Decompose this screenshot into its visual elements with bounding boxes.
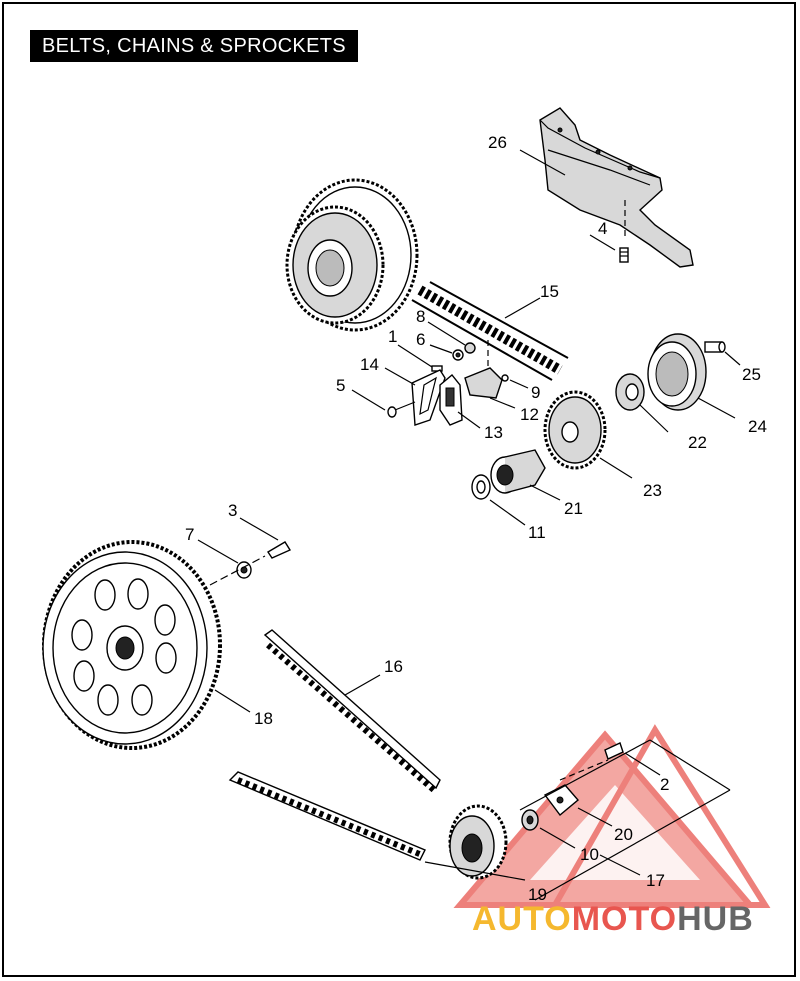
leader-26 (519, 149, 566, 176)
callout-17: 17 (646, 871, 665, 890)
leader-20 (577, 807, 613, 827)
leader-2 (624, 752, 661, 776)
leader-11 (489, 499, 526, 526)
callout-1: 1 (388, 327, 397, 346)
part-24-rotor (647, 333, 707, 411)
part-6-washer (452, 349, 464, 361)
part-19-transmission-pulley (448, 804, 508, 880)
callout-23: 23 (643, 481, 662, 500)
callout-16: 16 (384, 657, 403, 676)
part-26-belt-guard (539, 107, 694, 268)
callout-9: 9 (531, 383, 540, 402)
assembly-line-17c (534, 789, 731, 901)
part-23-engine-sprocket (543, 390, 607, 470)
callout-8: 8 (416, 307, 425, 326)
part-2-screw (604, 742, 624, 760)
part-4-screw (619, 247, 629, 263)
part-12-tensioner-block (464, 367, 503, 399)
part-10-nut (521, 809, 539, 831)
leader-6 (429, 344, 453, 354)
callout-12: 12 (520, 405, 539, 424)
callout-15: 15 (540, 282, 559, 301)
callout-20: 20 (614, 825, 633, 844)
leader-5 (351, 389, 386, 411)
part-14-adjuster-bracket (411, 369, 446, 426)
watermark-logo: AUTOMOTOHUB (472, 900, 754, 938)
callout-13: 13 (484, 423, 503, 442)
watermark-part2: MOTO (572, 900, 677, 938)
watermark-part1: AUTO (472, 900, 572, 938)
callout-2: 2 (660, 775, 669, 794)
leader-16 (344, 674, 381, 696)
leader-17 (599, 854, 641, 876)
leader-9 (509, 379, 529, 389)
centerline-7 (209, 555, 266, 586)
leader-14 (384, 367, 416, 386)
callout-26: 26 (488, 133, 507, 152)
leader-18 (214, 689, 251, 713)
leader-15 (504, 297, 541, 319)
callout-18: 18 (254, 709, 273, 728)
part-clutch-sprocket-assembly (285, 178, 419, 332)
callout-14: 14 (360, 355, 379, 374)
centerline-2 (559, 759, 609, 781)
part-16-drive-belt-upper (263, 629, 441, 795)
leader-7 (197, 539, 239, 564)
leader-8 (427, 321, 466, 346)
part-16-drive-belt-lower (228, 771, 426, 861)
callout-22: 22 (688, 433, 707, 452)
callout-6: 6 (416, 330, 425, 349)
callout-21: 21 (564, 499, 583, 518)
part-3-screw (267, 541, 292, 559)
part-8-nut (464, 342, 476, 354)
leader-3 (239, 517, 279, 541)
leader-12 (489, 397, 516, 409)
part-9-pin (501, 374, 509, 382)
leader-21 (529, 484, 561, 501)
callout-10: 10 (580, 845, 599, 864)
callout-4: 4 (598, 219, 607, 238)
callout-11: 11 (528, 523, 546, 542)
assembly-line-17b (649, 739, 731, 791)
part-25-bolt (704, 341, 726, 353)
leader-25 (724, 351, 741, 366)
leader-24 (697, 397, 736, 419)
part-22-spacer (615, 373, 645, 411)
callout-25: 25 (742, 365, 761, 384)
leader-10 (539, 827, 576, 849)
watermark-part3: HUB (677, 900, 754, 938)
leader-23 (599, 457, 633, 479)
part-5-bolt (387, 401, 416, 418)
svg-text:AUTOMOTOHUB: AUTOMOTOHUB (472, 900, 754, 938)
part-21-shaft-extension (490, 449, 546, 494)
part-7-washer (236, 561, 252, 579)
callout-24: 24 (748, 417, 767, 436)
callout-19: 19 (528, 885, 547, 904)
leader-1 (397, 344, 433, 368)
leader-13 (457, 411, 481, 429)
part-15-primary-chain (411, 281, 569, 381)
assembly-line-17a (519, 739, 651, 811)
callout-5: 5 (336, 376, 345, 395)
page-title: BELTS, CHAINS & SPROCKETS (30, 30, 358, 62)
part-13-tensioner-shoe (439, 374, 463, 426)
callout-3: 3 (228, 501, 237, 520)
leader-4 (589, 234, 616, 251)
part-18-rear-pulley (42, 540, 222, 750)
part-11-washer (471, 474, 491, 500)
callout-7: 7 (185, 525, 194, 544)
leader-19 (424, 861, 526, 881)
leader-22 (639, 404, 669, 433)
